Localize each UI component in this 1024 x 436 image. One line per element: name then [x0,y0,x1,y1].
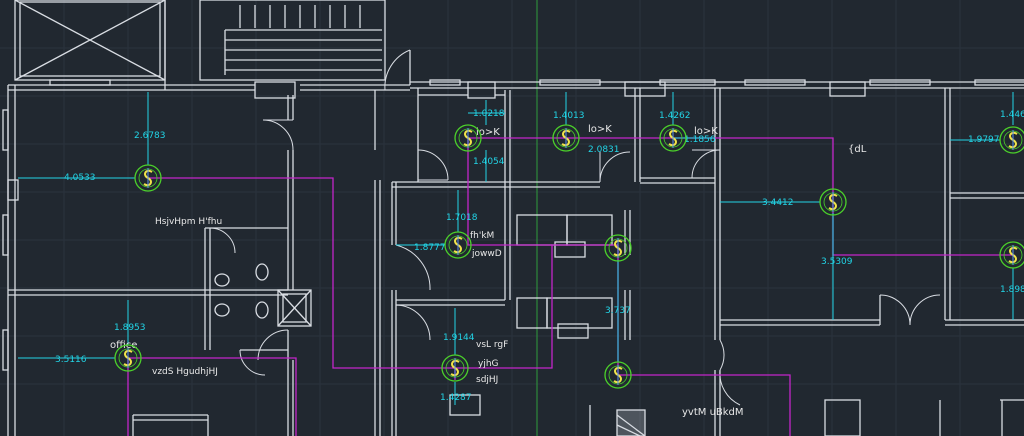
dim-1.8777: 1.8777 [414,243,446,253]
room-label-f: {dL [848,144,867,155]
dim-1.0218: 1.0218 [473,109,505,119]
motion-sensor-icon[interactable] [604,361,632,389]
room-label-l: yvtM uBkdM [682,407,744,418]
motion-sensor-icon[interactable] [444,231,472,259]
room-label-c: lo>K [476,127,500,138]
motion-sensor-icon[interactable] [552,124,580,152]
dim-3.5116: 3.5116 [55,355,87,365]
motion-sensor-icon[interactable] [134,164,162,192]
dim-4.0533: 4.0533 [64,173,96,183]
room-label-i: vsL rgF [476,340,508,350]
dim-1.1856: 1.1856 [684,135,716,145]
motion-sensor-icon[interactable] [819,188,847,216]
wiring [127,137,1013,436]
dim-2.6783: 2.6783 [134,131,166,141]
dim-3.737: 3.737 [605,306,631,316]
dim-1.9144: 1.9144 [443,333,475,343]
room-label-e: lo>K [694,126,718,137]
room-label-k: sdjHJ [476,375,498,385]
room-label-d: lo>K [588,124,612,135]
motion-sensor-icon[interactable] [604,234,632,262]
sensors [114,124,1024,389]
dim-3.5309: 3.5309 [821,257,853,267]
motion-sensor-icon[interactable] [659,124,687,152]
motion-sensor-icon[interactable] [441,354,469,382]
dim-1.446: 1.446 [1000,110,1024,120]
dim-1.8953: 1.8953 [114,323,146,333]
room-label-b: vzdS HgudhjHJ [152,367,218,377]
dim-1.898: 1.898 [1000,285,1024,295]
door-swings [209,49,941,406]
room-label-a: HsjvHpm H'fhu [155,217,222,227]
room-label-h: jowwD [471,249,502,259]
motion-sensor-icon[interactable] [454,124,482,152]
dim-1.4262: 1.4262 [659,111,691,121]
dimension-labels: 2.6783 4.0533 1.0218 1.4054 1.4013 2.083… [55,109,1024,403]
motion-sensor-icon[interactable] [999,126,1024,154]
dim-1.4054: 1.4054 [473,157,505,167]
dim-1.4013: 1.4013 [553,111,585,121]
room-label-j: yjhG [478,359,499,369]
room-label-g: fh'kM [470,231,494,241]
dim-2.0831: 2.0831 [588,145,620,155]
room-labels: HsjvHpm H'fhu office vzdS HgudhjHJ lo>K … [110,124,867,418]
motion-sensor-icon[interactable] [114,344,142,372]
motion-sensor-icon[interactable] [999,241,1024,269]
dim-1.9797: 1.9797 [968,135,1000,145]
dim-3.4412: 3.4412 [762,198,794,208]
dimension-lines [18,92,1014,405]
dim-1.7018: 1.7018 [446,213,478,223]
dim-1.4287: 1.4287 [440,393,472,403]
